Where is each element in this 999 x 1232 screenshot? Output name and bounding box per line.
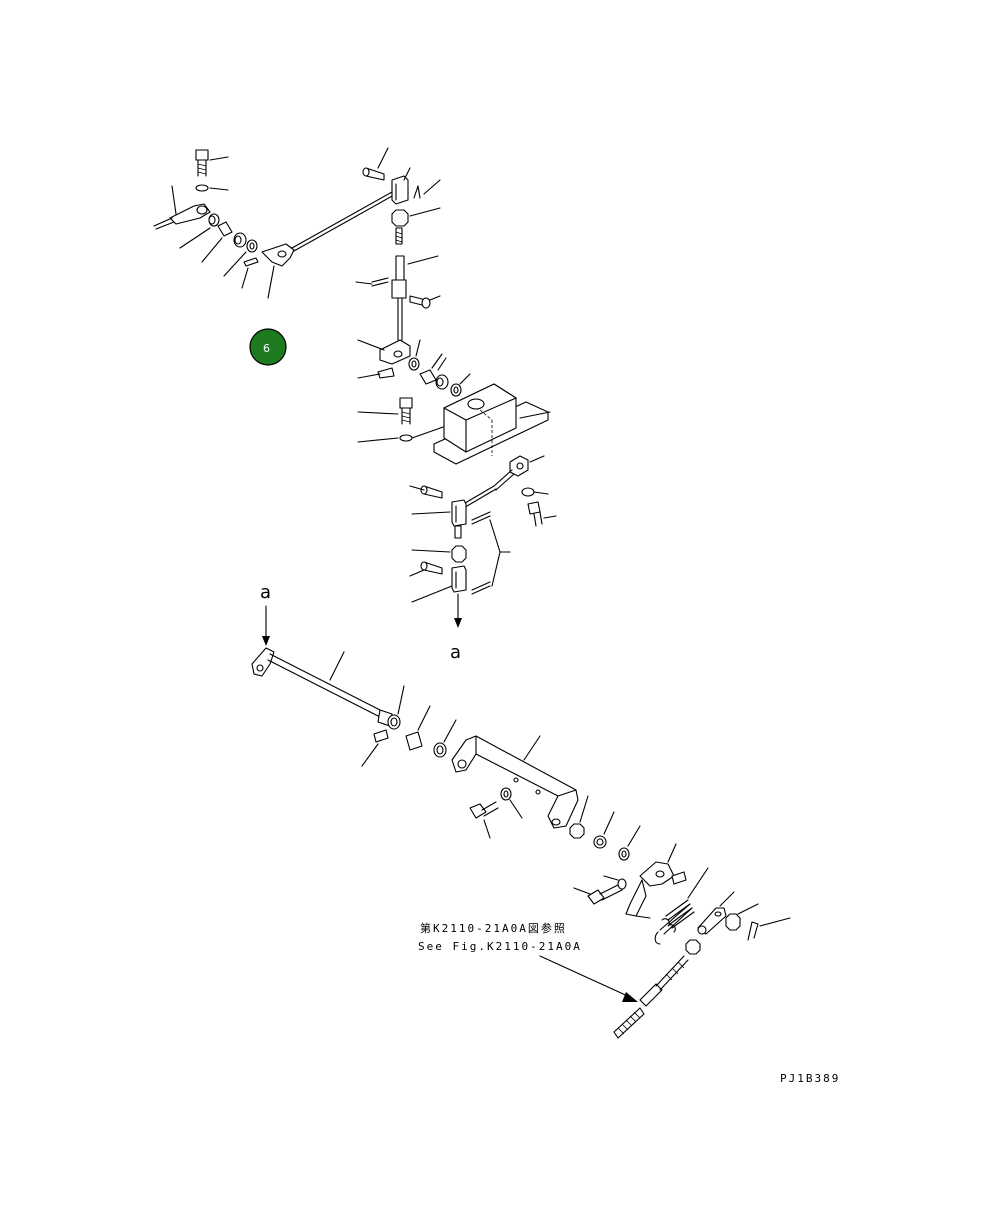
pin-lever-lower[interactable] [357, 367, 395, 379]
connector-label-top: a [260, 582, 271, 603]
bolt-upper-left[interactable] [195, 149, 229, 177]
washer-lever-lower[interactable] [408, 339, 421, 371]
bushing-shaft-2[interactable] [405, 705, 431, 751]
bushing-lower-2[interactable] [435, 357, 449, 390]
nut-top[interactable] [391, 207, 441, 227]
nut-lower-right-end[interactable] [725, 903, 759, 931]
bushing-bracket-1[interactable] [593, 811, 615, 849]
cotter-pin-lower-2[interactable] [471, 581, 491, 595]
clevis-top[interactable] [391, 167, 411, 205]
reference-note-en: See Fig.K2110-21A0A [418, 940, 582, 953]
clevis-pin-mid[interactable] [409, 295, 441, 309]
connector-arrow-down [454, 593, 462, 628]
rod-upper[interactable] [291, 191, 395, 252]
pin-small-1[interactable] [241, 257, 259, 289]
reference-note-jp: 第K2110-21A0A図参照 [420, 921, 567, 935]
washer-lower-3[interactable] [450, 373, 471, 397]
bolt-right-box[interactable] [527, 501, 557, 527]
callout-badge: 6 [249, 328, 287, 366]
vertical-rod-assembly [355, 147, 471, 443]
rod-end-lower-right[interactable] [697, 891, 735, 935]
clevis-lower-2[interactable] [411, 565, 467, 603]
upper-left-lever-group [153, 149, 395, 299]
bushing-shaft-1[interactable] [387, 685, 405, 730]
lower-right-assembly [539, 843, 791, 1039]
lower-shaft-assembly [251, 647, 457, 767]
reference-arrow [539, 955, 638, 1002]
clevis-pin-lower-2[interactable] [409, 561, 443, 577]
cross-shaft[interactable] [251, 647, 393, 727]
washer-lower-right[interactable] [603, 875, 627, 890]
cotter-pin-lower-right[interactable] [747, 917, 791, 941]
threaded-rod-lower[interactable] [613, 955, 689, 1039]
actuator-box[interactable] [433, 383, 551, 465]
washer-small-1[interactable] [223, 239, 258, 277]
washer-upper-left[interactable] [195, 184, 229, 192]
nut-spring[interactable] [685, 939, 701, 955]
lever-lower[interactable] [357, 339, 411, 365]
bracket[interactable] [451, 735, 579, 829]
bushing-3[interactable] [233, 232, 247, 248]
connector-label-bottom: a [450, 642, 461, 663]
washer-shaft[interactable] [433, 719, 457, 758]
link-below-box [409, 455, 557, 628]
clevis-pin-lower-1[interactable] [409, 485, 443, 499]
washer-right-box[interactable] [521, 487, 549, 497]
washer-bracket-2[interactable] [618, 825, 641, 861]
cotter-pin-top[interactable] [413, 179, 441, 199]
rod-vertical[interactable] [391, 255, 439, 341]
bolt-bracket[interactable] [469, 801, 499, 839]
nut-lower[interactable] [411, 545, 467, 563]
bolt-lower-right[interactable] [573, 883, 623, 905]
link-lever[interactable] [493, 455, 545, 491]
spring[interactable] [654, 867, 709, 945]
pin-shaft[interactable] [361, 729, 389, 767]
bushing-2[interactable] [201, 221, 233, 263]
drawing-code: PJ1B389 [780, 1072, 840, 1085]
lever-arm-upper[interactable] [261, 243, 295, 299]
connector-arrow-top [262, 605, 270, 646]
cotter-pin-lower[interactable] [471, 511, 511, 587]
clevis-pin-top[interactable] [362, 147, 389, 181]
cotter-pin-mid[interactable] [355, 277, 389, 287]
threaded-stud-top[interactable] [395, 227, 403, 245]
bolt-left-box[interactable] [357, 397, 413, 425]
badge-label: 6 [263, 342, 270, 355]
bushing-1[interactable] [179, 213, 220, 249]
nut-bracket[interactable] [569, 795, 589, 839]
lever-upper-left[interactable] [153, 185, 211, 230]
washer-bracket[interactable] [500, 787, 523, 819]
bracket-assembly [451, 735, 641, 861]
clevis-lower-1[interactable] [411, 499, 467, 539]
lever-lower-right[interactable] [625, 843, 687, 919]
washer-left-box[interactable] [357, 425, 447, 443]
